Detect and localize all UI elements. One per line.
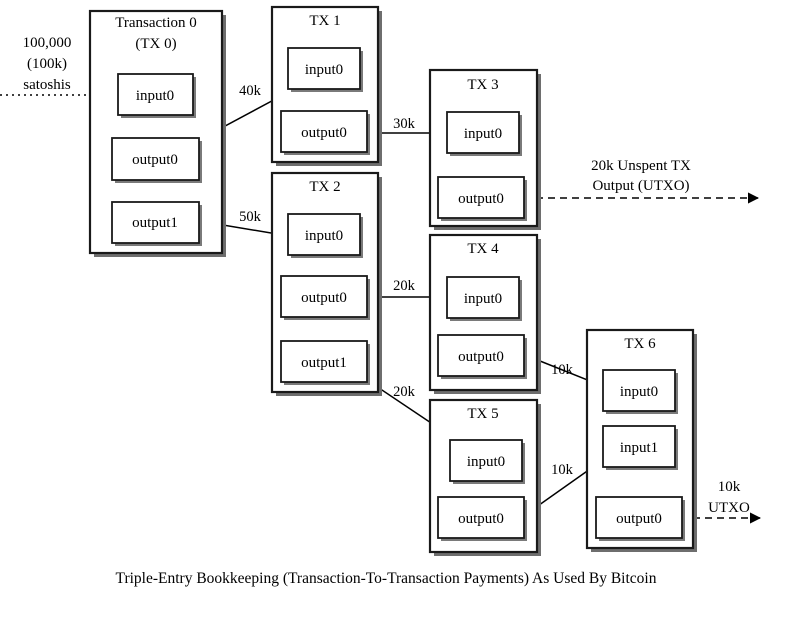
slot-tx1-output0[interactable]: output0 (280, 110, 370, 155)
tx6-title: TX 6 (624, 336, 656, 352)
tx0-title-line1: Transaction 0 (115, 15, 197, 31)
utxo-20k-line1: 20k Unspent TX (591, 158, 691, 174)
slot-tx4-output0[interactable]: output0 (437, 334, 527, 379)
tx2-title: TX 2 (309, 179, 340, 195)
source-label-line2: (100k) (27, 56, 67, 72)
slot-label-tx2-output1: output1 (301, 355, 347, 371)
transaction-box-tx5[interactable]: TX 5 input0 output0 (428, 398, 541, 556)
slot-tx0-output0[interactable]: output0 (111, 137, 202, 183)
utxo-10k-line2: UTXO (708, 500, 750, 516)
utxo-20k-label: 20k Unspent TX Output (UTXO) (591, 158, 691, 194)
tx5-title: TX 5 (467, 406, 498, 422)
slot-label-tx0-output0: output0 (132, 152, 178, 168)
slot-label-tx6-output0: output0 (616, 511, 662, 527)
slot-label-tx0-output1: output1 (132, 215, 178, 231)
slot-label-tx1-input0: input0 (305, 62, 343, 78)
slot-label-tx2-output0: output0 (301, 290, 347, 306)
source-label-line3: satoshis (23, 77, 71, 93)
source-amount-label: 100,000 (100k) satoshis (23, 35, 72, 93)
slot-tx2-output0[interactable]: output0 (280, 275, 370, 320)
slot-label-tx5-output0: output0 (458, 511, 504, 527)
slot-tx3-input0[interactable]: input0 (446, 111, 522, 156)
slot-tx2-input0[interactable]: input0 (287, 213, 363, 258)
transaction-box-tx6[interactable]: TX 6 input0 input1 output0 (585, 328, 697, 552)
edge-label-10k-top: 10k (551, 362, 574, 378)
slot-label-tx6-input1: input1 (620, 440, 658, 456)
diagram-caption: Triple-Entry Bookkeeping (Transaction-To… (116, 570, 657, 587)
slot-tx1-input0[interactable]: input0 (287, 47, 363, 92)
slot-tx5-input0[interactable]: input0 (449, 439, 525, 484)
transaction-box-tx2[interactable]: TX 2 input0 output0 output1 (270, 171, 382, 396)
transaction-box-tx3[interactable]: TX 3 input0 output0 (428, 68, 541, 230)
slot-label-tx2-input0: input0 (305, 228, 343, 244)
transaction-box-tx0[interactable]: Transaction 0 (TX 0) input0 output0 outp… (88, 9, 226, 257)
slot-tx0-input0[interactable]: input0 (117, 73, 196, 118)
slot-label-tx4-input0: input0 (464, 291, 502, 307)
edge-label-20k-top: 20k (393, 278, 416, 294)
slot-tx0-output1[interactable]: output1 (111, 201, 202, 246)
slot-label-tx1-output0: output0 (301, 125, 347, 141)
tx4-title: TX 4 (467, 241, 499, 257)
slot-tx6-input0[interactable]: input0 (602, 369, 678, 414)
utxo-10k-label: 10k UTXO (708, 479, 750, 516)
edge-label-10k-bottom: 10k (551, 462, 574, 478)
slot-tx4-input0[interactable]: input0 (446, 276, 522, 321)
slot-label-tx3-input0: input0 (464, 126, 502, 142)
slot-tx6-output0[interactable]: output0 (595, 496, 685, 541)
tx3-title: TX 3 (467, 77, 498, 93)
slot-tx2-output1[interactable]: output1 (280, 340, 370, 385)
edge-label-30k: 30k (393, 116, 416, 132)
slot-tx3-output0[interactable]: output0 (437, 176, 527, 221)
edge-label-50k: 50k (239, 209, 262, 225)
slot-label-tx4-output0: output0 (458, 349, 504, 365)
source-label-line1: 100,000 (23, 35, 72, 51)
edge-label-40k: 40k (239, 83, 262, 99)
slot-label-tx5-input0: input0 (467, 454, 505, 470)
transaction-box-tx1[interactable]: TX 1 input0 output0 (270, 5, 382, 166)
tx1-title: TX 1 (309, 13, 340, 29)
edge-label-20k-bottom: 20k (393, 384, 416, 400)
utxo-20k-line2: Output (UTXO) (592, 178, 689, 194)
slot-tx6-input1[interactable]: input1 (602, 425, 678, 470)
tx0-title-line2: (TX 0) (135, 36, 176, 52)
slot-tx5-output0[interactable]: output0 (437, 496, 527, 541)
transaction-box-tx4[interactable]: TX 4 input0 output0 (428, 233, 541, 394)
slot-label-tx3-output0: output0 (458, 191, 504, 207)
utxo-10k-line1: 10k (718, 479, 741, 495)
slot-label-tx6-input0: input0 (620, 384, 658, 400)
slot-label-tx0-input0: input0 (136, 88, 174, 104)
